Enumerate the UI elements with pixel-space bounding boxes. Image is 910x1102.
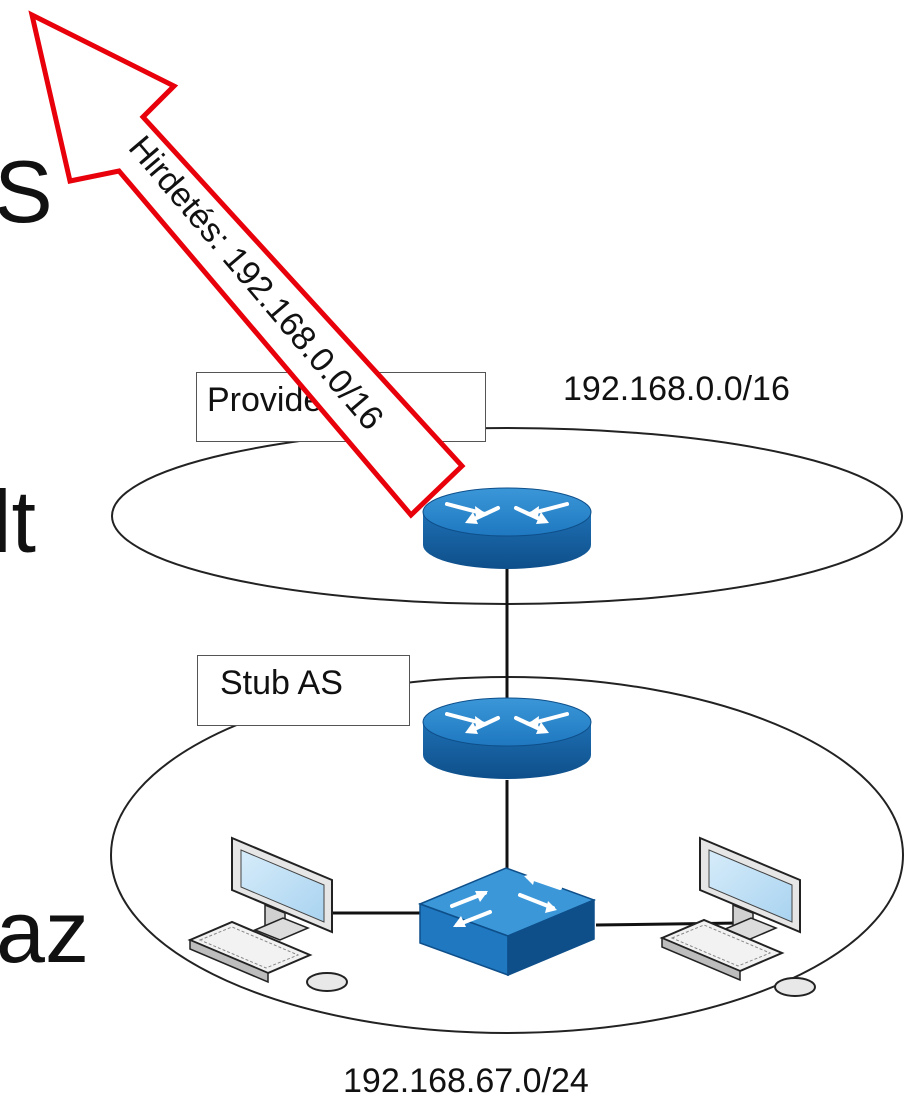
- router-icon: [422, 697, 592, 779]
- provider-as-label: Provider AS: [196, 372, 486, 442]
- slide-fragment-3: az: [0, 882, 89, 981]
- switch-icon: [417, 867, 597, 977]
- link-switch-right-pc: [595, 921, 741, 927]
- workstation-icon: [659, 836, 816, 997]
- stub-prefix-label: 192.168.67.0/24: [343, 1062, 589, 1100]
- workstation-icon: [187, 836, 348, 992]
- provider-prefix-label: 192.168.0.0/16: [563, 370, 790, 408]
- stub-area-gap: [110, 1046, 910, 1102]
- stub-as-label: Stub AS: [197, 655, 410, 726]
- router-icon: [422, 487, 592, 569]
